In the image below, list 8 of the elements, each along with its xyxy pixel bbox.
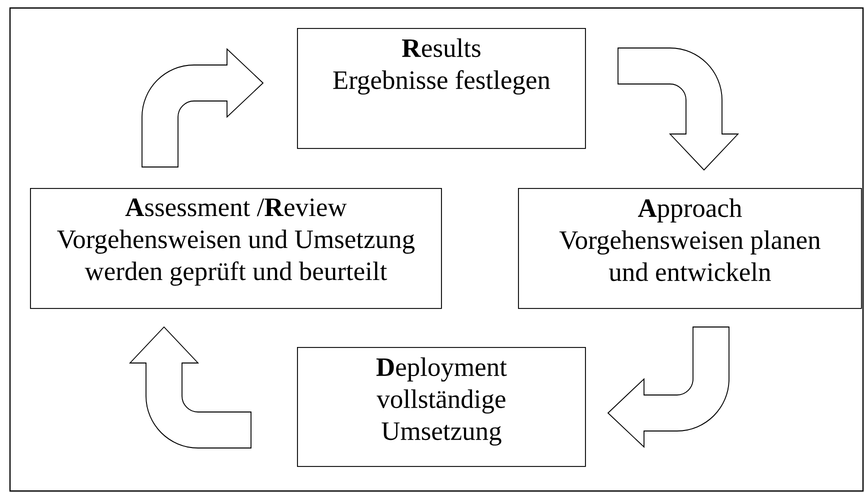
process-box: Approach Vorgehensweisen planen und entwickeln [518,188,862,309]
process-box: Assessment /Review Vorgehensweisen und Umsetzung werden geprüft und beurteilt [30,188,442,309]
curved-block-arrow [608,326,730,448]
process-box: Results Ergebnisse festlegen [297,28,586,149]
process-box: Deployment vollständige Umsetzung [297,347,586,467]
curved-block-arrow [130,326,252,448]
curved-block-arrow [142,48,264,168]
curved-block-arrow [618,48,738,170]
